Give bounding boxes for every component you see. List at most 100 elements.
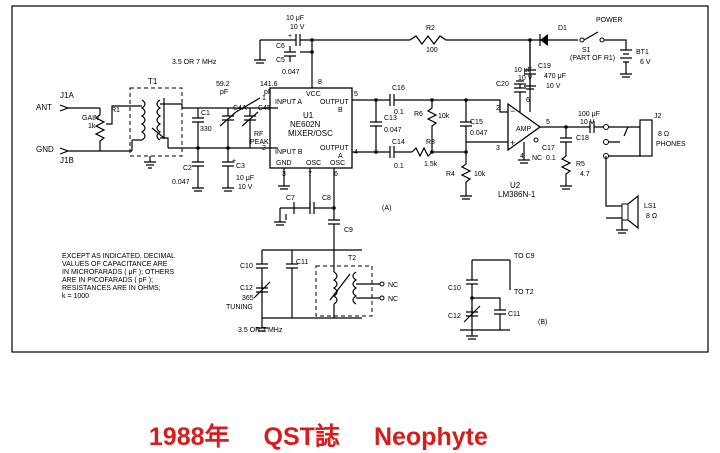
- c1-label: C1: [201, 110, 210, 117]
- c16-value: 0.1: [394, 109, 404, 116]
- c10-label: C10: [240, 263, 253, 270]
- t1-label: T1: [148, 77, 158, 86]
- c6-label: C6: [276, 43, 285, 50]
- svg-text:OUTPUT: OUTPUT: [320, 99, 350, 106]
- c18-voltage: 10 V: [580, 119, 595, 126]
- c-top-capacitor: [260, 34, 410, 46]
- section-a-label: (A): [382, 205, 391, 212]
- u2-amp-label: AMP: [516, 126, 532, 133]
- bt1-battery: [620, 49, 632, 78]
- bt1-label: BT1: [636, 49, 649, 56]
- c4b-value: 141.6: [260, 81, 278, 88]
- c19-value: 470 μF: [544, 73, 566, 80]
- u2-amplifier: AMP − + 2 3 4 5 6 C20 10 μF 10 V NC U2 L…: [492, 40, 686, 234]
- c4a-unit: pF: [220, 89, 228, 96]
- svg-text:VCC: VCC: [306, 91, 321, 98]
- r4-resistor: [460, 152, 472, 200]
- c13-capacitor: [370, 100, 382, 152]
- c12-capacitor: [253, 280, 271, 299]
- c1-capacitor: [192, 108, 204, 148]
- u1-mixer: INPUT A INPUT B VCC OUTPUT B OUTPUT A GN…: [262, 40, 358, 190]
- c12-label: C12: [240, 285, 253, 292]
- u1-ref: U1: [303, 111, 314, 120]
- t2-label: T2: [348, 255, 356, 262]
- svg-text:−: −: [510, 106, 515, 116]
- phones-label: PHONES: [656, 141, 686, 148]
- c2-capacitor: [192, 148, 204, 192]
- u2-body: [507, 102, 542, 152]
- u1-body: [269, 87, 353, 169]
- c4b-capacitor: [241, 108, 259, 148]
- u1-part: NE602N: [290, 120, 320, 129]
- s1-label: S1: [582, 47, 591, 54]
- power-rail: 10 μF 10 V + C6 C5 0.047 R2 100 D1 POWER…: [254, 15, 651, 90]
- c15-label: C15: [470, 119, 483, 126]
- c7-capacitor: [285, 202, 295, 220]
- bt1-voltage: 6 V: [640, 59, 651, 66]
- caption-magazine: QST誌: [263, 423, 340, 451]
- c9-capacitor: [328, 219, 340, 250]
- c20-value: 10 μF: [514, 67, 532, 74]
- t1-shield: [129, 87, 183, 157]
- svg-text:A: A: [338, 153, 343, 160]
- r2-resistor: [409, 35, 540, 45]
- svg-text:8: 8: [318, 79, 322, 86]
- r3-label: R3: [426, 139, 435, 146]
- notes-block: EXCEPT AS INDICATED, DECIMAL VALUES OF C…: [62, 253, 175, 300]
- svg-text:RESISTANCES ARE IN OHMS;: RESISTANCES ARE IN OHMS;: [62, 285, 161, 292]
- svg-text:INPUT B: INPUT B: [275, 149, 303, 156]
- c14-label: C14: [392, 139, 405, 146]
- caption-year: 1988年: [148, 423, 230, 451]
- u2-part: LM386N-1: [498, 190, 536, 199]
- r4-label: R4: [446, 171, 455, 178]
- c18-label: C18: [576, 135, 589, 142]
- c4a-capacitor: [219, 108, 237, 148]
- c3-voltage: 10 V: [238, 184, 253, 191]
- c17-label: C17: [542, 145, 555, 152]
- tuning-label: TUNING: [226, 304, 253, 311]
- c5-value: 0.047: [282, 69, 300, 76]
- svg-text:B: B: [338, 107, 343, 114]
- r5-value: 4.7: [580, 171, 590, 178]
- schematic-frame: [11, 5, 709, 353]
- c17-value: 0.1: [546, 155, 556, 162]
- r6-value: 10k: [438, 113, 450, 120]
- c20-voltage: 10 V: [518, 75, 533, 82]
- c4b-unit: pF: [264, 89, 272, 96]
- svg-text:ARE IN PICOFARADS ( pF );: ARE IN PICOFARADS ( pF );: [62, 277, 153, 284]
- b-c11-label: C11: [508, 311, 520, 318]
- c16-label: C16: [392, 85, 405, 92]
- u2-ref: U2: [510, 181, 521, 190]
- oscillator-section: C7 C8 C9 (A) C10 C12 365 TUNING C11 3.5 …: [226, 168, 398, 334]
- freq-top-label: 3.5 OR 7 MHz: [172, 59, 217, 66]
- c20-label: C20: [496, 81, 509, 88]
- svg-text:2: 2: [262, 145, 266, 152]
- c15-value: 0.047: [470, 130, 488, 137]
- d1-diode: [540, 34, 548, 46]
- r3-value: 1.5k: [424, 161, 438, 168]
- power-label: POWER: [596, 17, 622, 24]
- svg-text:+: +: [510, 138, 515, 148]
- c-top-voltage: 10 V: [290, 24, 305, 31]
- svg-text:+: +: [288, 33, 292, 40]
- u2-nc-label: NC: [532, 155, 542, 162]
- ls1-speaker: [621, 203, 629, 221]
- r6-resistor: [426, 100, 438, 152]
- j2-jack: [603, 124, 609, 130]
- rf-peak-label: RF: [254, 131, 263, 138]
- c10-capacitor: [256, 250, 268, 318]
- phones-impedance: 8 Ω: [658, 131, 669, 138]
- j1b-label: J1B: [60, 156, 74, 165]
- s1-note: (PART OF R1): [570, 55, 615, 62]
- ls1-label: LS1: [644, 203, 657, 210]
- svg-text:NC: NC: [388, 296, 398, 303]
- c9-label: C9: [344, 227, 353, 234]
- c3-capacitor: [222, 148, 234, 192]
- b-c10-label: C10: [448, 285, 461, 292]
- c4a-value: 59.2: [216, 81, 230, 88]
- t1-ground: [144, 156, 156, 169]
- c12-value: 365: [242, 295, 254, 302]
- c13-value: 0.047: [384, 127, 402, 134]
- svg-text:OSC: OSC: [306, 160, 321, 167]
